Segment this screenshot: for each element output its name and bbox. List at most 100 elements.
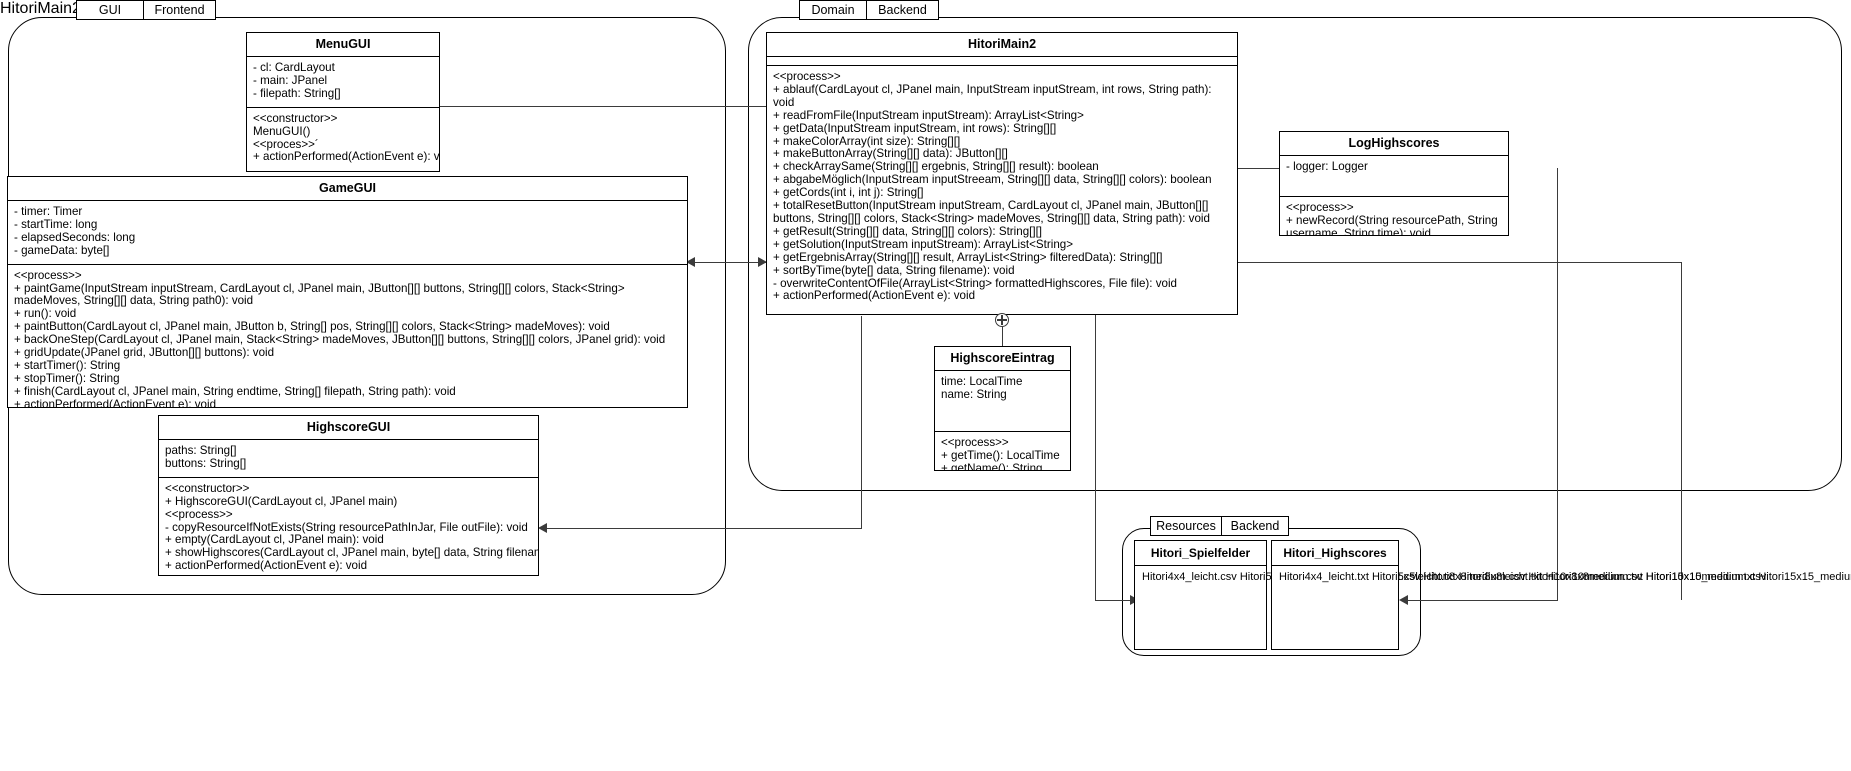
class-operations-menugui: <<constructor>> MenuGUI() <<proces>>´ + … — [247, 108, 439, 171]
class-title-hitorimain2: HitoriMain2 — [767, 33, 1237, 57]
attribute: - startTime: long — [14, 217, 98, 231]
file-item: Hitori10x10medium.csv — [1528, 571, 1643, 583]
file-item: Hitori8x8leicht.txt — [1458, 571, 1543, 583]
operation: + makeColorArray(int size): String[][] — [773, 134, 961, 148]
attribute: paths: String[] — [165, 444, 237, 457]
class-loghighscores[interactable]: LogHighscores - logger: Logger <<process… — [1279, 131, 1509, 236]
operation: + totalResetButton(InputStream inputStre… — [773, 199, 1210, 225]
operation: + getCords(int i, int j): String[] — [773, 186, 924, 200]
operation: <<constructor>> — [165, 481, 250, 495]
operation: <<constructor>> — [253, 111, 338, 125]
attribute: - cl: CardLayout — [253, 61, 335, 74]
operation: + gridUpdate(JPanel grid, JButton[][] bu… — [14, 346, 275, 360]
operation: + ablauf(CardLayout cl, JPanel main, Inp… — [773, 82, 1212, 109]
class-menugui[interactable]: MenuGUI - cl: CardLayout - main: JPanel … — [246, 32, 440, 172]
operation: <<process>> — [1286, 201, 1354, 214]
operation: + paintGame(InputStream inputStream, Car… — [14, 281, 625, 308]
operation: + readFromFile(InputStream inputStream):… — [773, 108, 1084, 122]
operation: + actionPerformed(ActionEvent e): void — [14, 397, 217, 408]
connector-loghighscores-to-highscores — [1408, 600, 1558, 601]
operation: MenuGUI() — [253, 124, 311, 138]
operation: + getSolution(InputStream inputStream): … — [773, 237, 1073, 251]
operation: <<process>> — [773, 70, 841, 83]
file-item: Hitori8x8medium.txt — [1545, 571, 1643, 583]
file-item: Hitori5x5leicht.txt — [1371, 571, 1456, 583]
class-title-menugui: MenuGUI — [247, 33, 439, 57]
class-title-loghighscores: LogHighscores — [1280, 132, 1508, 156]
class-attributes-loghighscores: - logger: Logger — [1280, 156, 1508, 197]
class-attributes-menugui: - cl: CardLayout - main: JPanel - filepa… — [247, 57, 439, 108]
connector-domain-right-down — [1681, 262, 1682, 600]
file-item: Hitori4x4_leicht.csv — [1142, 571, 1237, 583]
connector-gamegui-hitorimain2 — [694, 262, 766, 263]
attribute: - gameData: byte[] — [14, 243, 110, 257]
operation: <<proces>>´ — [253, 137, 319, 151]
connector-hitorimain2-highscoregui-horz — [547, 528, 862, 529]
class-highscoreeintrag[interactable]: HighscoreEintrag time: LocalTime name: S… — [934, 346, 1071, 471]
attribute: - elapsedSeconds: long — [14, 230, 136, 244]
operation: + HighscoreGUI(CardLayout cl, JPanel mai… — [165, 494, 398, 508]
connector-highscoreeintrag-hitorimain2 — [1002, 322, 1003, 347]
class-gamegui[interactable]: GameGUI - timer: Timer - startTime: long… — [7, 176, 688, 408]
package-tab-backend-2: Backend — [1221, 516, 1289, 536]
filebox-hitori-spielfelder[interactable]: Hitori_Spielfelder Hitori4x4_leicht.csv … — [1134, 540, 1766, 650]
contained-in-icon — [995, 313, 1009, 327]
class-title-gamegui: GameGUI — [8, 177, 687, 201]
file-item: Hitori10x10medium.txt — [1645, 571, 1756, 583]
filebox-body-highscores: Hitori4x4_leicht.txt Hitori5x5leicht.txt… — [1272, 566, 1851, 590]
package-tab-gui: GUI — [76, 0, 144, 20]
connector-spielfelder-vert — [1095, 262, 1096, 600]
class-attributes-highscoreeintrag: time: LocalTime name: String — [935, 371, 1070, 432]
operation: <<process>> — [165, 507, 233, 521]
connector-loghighscores-down — [1557, 168, 1558, 600]
arrowhead-gamegui-left — [686, 257, 695, 267]
class-attributes-hitorimain2 — [767, 57, 1237, 66]
operation: + makeButtonArray(String[][] data): JBut… — [773, 147, 1008, 161]
file-item: Hitori4x4_leicht.txt — [1279, 571, 1369, 583]
class-attributes-gamegui: - timer: Timer - startTime: long - elaps… — [8, 201, 687, 265]
operation: + getName(): String — [941, 461, 1043, 471]
class-title-highscoreeintrag: HighscoreEintrag — [935, 347, 1070, 371]
operation: + backOneStep(CardLayout cl, JPanel main… — [14, 333, 666, 347]
attribute: name: String — [941, 387, 1007, 401]
operation: + checkArraySame(String[][] ergebnis, St… — [773, 160, 1099, 174]
operation: <<process>> — [14, 268, 82, 282]
operation: + getErgebnisArray(String[][] result, Ar… — [773, 250, 1163, 264]
operation: - copyResourceIfNotExists(String resourc… — [165, 520, 528, 534]
package-tab-resources: Resources — [1150, 516, 1222, 536]
attribute: - main: JPanel — [253, 73, 328, 87]
connector-hitorimain2-highscoregui-vert — [861, 316, 862, 529]
class-operations-highscoregui: <<constructor>> + HighscoreGUI(CardLayou… — [159, 478, 538, 575]
package-tab-frontend: Frontend — [143, 0, 216, 20]
arrowhead-hitori-highscores — [1399, 595, 1408, 605]
operation: + actionPerformed(ActionEvent e): void — [773, 289, 976, 303]
class-title-highscoregui: HighscoreGUI — [159, 416, 538, 440]
operation: + getData(InputStream inputStream, int r… — [773, 121, 1057, 135]
operation: + newRecord(String resourcePath, String … — [1286, 213, 1498, 236]
operation: + finish(CardLayout cl, JPanel main, Str… — [14, 384, 456, 398]
operation: + empty(CardLayout cl, JPanel main): voi… — [165, 533, 384, 547]
operation: - overwriteContentOfFile(ArrayList<Strin… — [773, 276, 1177, 290]
operation: + abgabeMöglich(InputStream inputStreeam… — [773, 173, 1212, 187]
operation: + startTimer(): String — [14, 358, 121, 372]
file-item: Hitori15x15_medium.csv — [1645, 571, 1767, 583]
attribute: - filepath: String[] — [253, 86, 341, 100]
operation: + showHighscores(CardLayout cl, JPanel m… — [165, 546, 538, 560]
class-operations-highscoreeintrag: <<process>> + getTime(): LocalTime + get… — [935, 432, 1070, 471]
operation: + actionPerformed(ActionEvent e): void — [253, 150, 440, 164]
operation: + paintButton(CardLayout cl, JPanel main… — [14, 320, 610, 334]
class-highscoregui[interactable]: HighscoreGUI paths: String[] buttons: St… — [158, 415, 539, 576]
package-tab-domain: Domain — [799, 0, 867, 20]
class-attributes-highscoregui: paths: String[] buttons: String[] — [159, 440, 538, 478]
class-hitorimain2[interactable]: HitoriMain2 <<process>> + ablauf(CardLay… — [766, 32, 1238, 315]
attribute: buttons: String[] — [165, 456, 247, 470]
class-operations-loghighscores: <<process>> + newRecord(String resourceP… — [1280, 197, 1508, 236]
connector-menugui-hitorimain2 — [351, 106, 771, 107]
filebox-body-spielfelder: Hitori4x4_leicht.csv Hitori5x5leicht.csv… — [1135, 566, 1766, 590]
filebox-title-spielfelder: Hitori_Spielfelder — [1135, 541, 1266, 566]
class-operations-gamegui: <<process>> + paintGame(InputStream inpu… — [8, 265, 687, 408]
attribute: time: LocalTime — [941, 375, 1023, 388]
filebox-hitori-highscores[interactable]: Hitori_Highscores Hitori4x4_leicht.txt H… — [1271, 540, 1851, 650]
arrowhead-gamegui-right — [758, 257, 767, 267]
